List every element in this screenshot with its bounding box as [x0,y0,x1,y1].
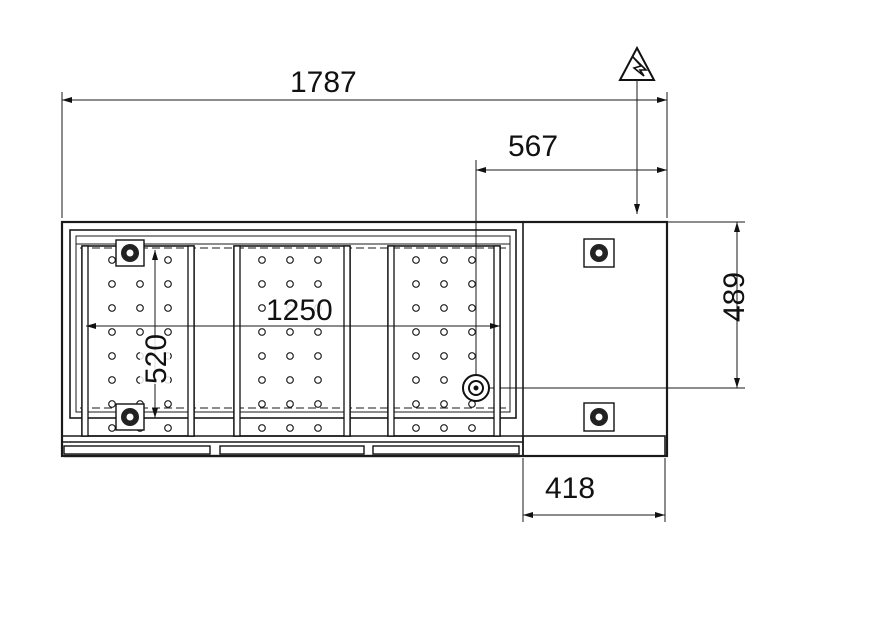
shelf-hole [258,280,266,288]
shelf-hole [108,352,116,360]
dimension-compartment-width-label: 418 [545,472,595,505]
shelf-hole [258,256,266,264]
shelf-hole [412,280,420,288]
shelf-hole [314,256,322,264]
shelf-hole [440,352,448,360]
drain-fitting [462,374,490,402]
shelf-hole [440,280,448,288]
dimension-depth: 489 [490,221,751,389]
shelf-hole [164,424,172,432]
shelf-hole [286,376,294,384]
bolt-bottom-left [115,403,145,431]
shelf-hole [258,424,266,432]
shelf-hole [258,352,266,360]
shelf-hole [412,400,420,408]
shelf-hole [468,304,476,312]
dimension-inner-depth: 520 [140,250,173,418]
shelf-hole [440,256,448,264]
shelf-hole [108,400,116,408]
dimension-compartment-offset: 567 [475,130,667,388]
shelf-hole [468,256,476,264]
shelf-hole [108,328,116,336]
shelf-hole [164,280,172,288]
shelf-hole [164,304,172,312]
dimension-inner-depth-label: 520 [140,334,173,384]
dimension-inner-width: 1250 [86,294,500,329]
shelf-hole [314,280,322,288]
shelf-right [387,245,501,437]
shelf-hole [258,400,266,408]
shelf-hole [412,376,420,384]
shelf-hole [314,424,322,432]
shelf-hole [440,376,448,384]
shelf-hole [136,328,144,336]
dimension-overall-width-label: 1787 [290,66,357,99]
shelf-hole [258,304,266,312]
shelf-hole [286,256,294,264]
shelf-hole [136,304,144,312]
shelf-hole [412,328,420,336]
shelf-hole [468,352,476,360]
shelf-center [233,245,351,437]
shelf-hole [258,376,266,384]
shelf-hole [314,352,322,360]
shelf-hole [468,280,476,288]
shelf-hole [440,328,448,336]
shelf-hole [314,328,322,336]
shelf-hole [258,328,266,336]
shelf-hole [314,400,322,408]
electrical-warning-icon [618,45,656,214]
shelf-hole [286,328,294,336]
bolt-bottom-right [583,402,615,432]
shelf-hole [286,424,294,432]
shelf-hole [108,280,116,288]
shelf-hole [412,256,420,264]
shelf-hole [314,376,322,384]
shelf-hole [412,424,420,432]
shelf-hole [164,328,172,336]
bolt-top-left [115,239,145,267]
dimension-overall-width: 1787 [61,66,668,218]
shelf-hole [412,352,420,360]
dimension-compartment-width: 418 [522,458,666,522]
dimension-compartment-offset-label: 567 [508,130,558,163]
shelf-hole [164,256,172,264]
shelf-hole [136,280,144,288]
dimension-inner-width-label: 1250 [266,294,333,327]
dimension-depth-label: 489 [718,272,751,322]
shelf-hole [108,304,116,312]
shelf-hole [108,376,116,384]
shelf-hole [108,424,116,432]
bolt-top-right [583,238,615,268]
shelf-hole [468,328,476,336]
shelf-hole [286,400,294,408]
shelf-hole [440,304,448,312]
shelf-hole [164,400,172,408]
cabinet-body [60,220,669,458]
shelf-hole [412,304,420,312]
shelf-hole [440,424,448,432]
shelf-hole [108,256,116,264]
shelf-hole [286,352,294,360]
shelf-hole [440,400,448,408]
shelf-hole [286,280,294,288]
shelf-hole [468,424,476,432]
